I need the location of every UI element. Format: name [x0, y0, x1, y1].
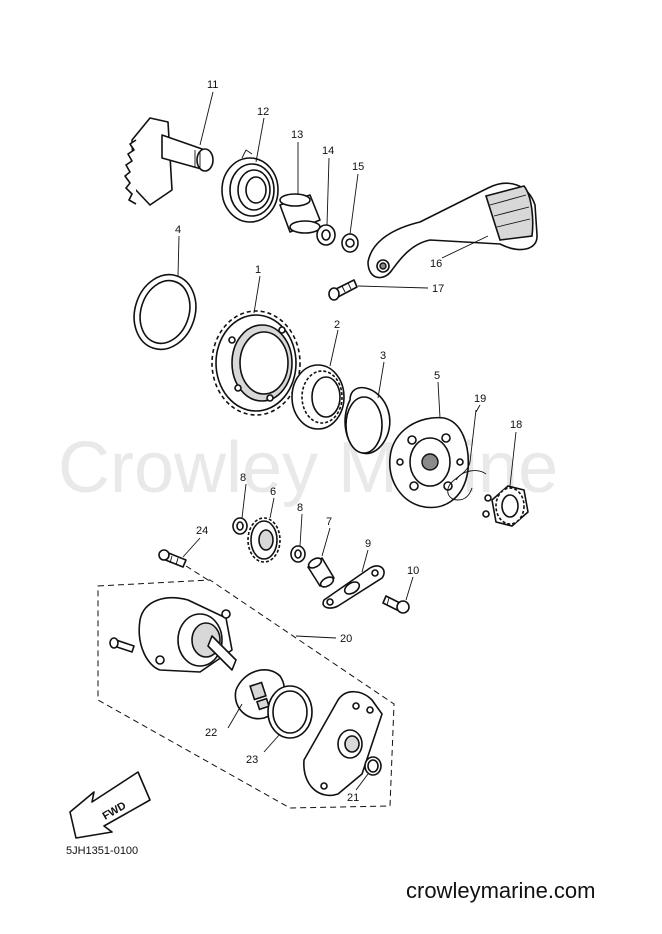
part-3-sleeve-ring[interactable]: [344, 386, 391, 455]
callout-5: 5: [434, 370, 440, 382]
part-11-kick-shaft[interactable]: [124, 117, 214, 206]
part-8-washer-left[interactable]: [232, 517, 248, 535]
callout-1: 1: [255, 264, 261, 276]
part-23-o-ring[interactable]: [267, 685, 313, 739]
part-10-bolt[interactable]: [382, 595, 410, 614]
callout-8-right: 8: [297, 502, 303, 514]
part-8-washer-right[interactable]: [290, 545, 306, 563]
callout-20: 20: [340, 633, 352, 645]
callout-10: 10: [407, 565, 419, 577]
part-7-idler-shaft[interactable]: [307, 556, 335, 589]
part-20-rear-cover[interactable]: [303, 690, 383, 797]
watermark-text: Crowley Marine: [58, 428, 558, 508]
callout-22: 22: [205, 727, 217, 739]
callout-17: 17: [432, 283, 444, 295]
callout-14: 14: [322, 145, 334, 157]
callout-4: 4: [175, 224, 181, 236]
part-15-circlip[interactable]: [341, 233, 359, 253]
part-12-spring[interactable]: [221, 149, 279, 223]
part-6-idler-gear[interactable]: [247, 517, 281, 563]
site-footer-link[interactable]: crowleymarine.com: [406, 878, 596, 903]
callout-16: 16: [430, 258, 442, 270]
part-11-gear-teeth: [124, 139, 137, 205]
part-2-one-way-clutch[interactable]: [291, 364, 345, 430]
part-14-washer[interactable]: [316, 224, 336, 246]
part-9-plate[interactable]: [322, 565, 385, 609]
callout-24: 24: [196, 525, 208, 537]
part-20-assembly-boundary: [97, 579, 395, 809]
part-24-bolt[interactable]: [158, 549, 187, 568]
fwd-arrow-icon: FWD: [69, 771, 151, 839]
part-5-clutch-plate[interactable]: [389, 416, 470, 509]
part-19-spring-clip[interactable]: [447, 409, 487, 501]
callout-7: 7: [326, 516, 332, 528]
part-1-ring-gear[interactable]: [211, 310, 301, 416]
part-13-collar[interactable]: [279, 193, 321, 234]
callout-9: 9: [365, 538, 371, 550]
callout-8-left: 8: [240, 472, 246, 484]
part-17-bolt[interactable]: [328, 279, 358, 301]
callout-15: 15: [352, 161, 364, 173]
callout-23: 23: [246, 754, 258, 766]
callout-12: 12: [257, 106, 269, 118]
part-4-o-ring[interactable]: [125, 267, 206, 358]
callout-2: 2: [334, 319, 340, 331]
callout-13: 13: [291, 129, 303, 141]
part-16-kick-lever[interactable]: [367, 182, 538, 279]
callout-18: 18: [510, 419, 522, 431]
callout-19: 19: [474, 393, 486, 405]
part-20-starter-motor[interactable]: [109, 597, 237, 673]
diagram-code: 5JH1351-0100: [66, 845, 139, 857]
part-18-pinion-gear[interactable]: [482, 485, 529, 527]
callout-6: 6: [270, 486, 276, 498]
callout-3: 3: [380, 350, 386, 362]
callout-11: 11: [207, 79, 218, 91]
part-21-o-ring[interactable]: [364, 756, 382, 776]
callout-21: 21: [347, 792, 359, 804]
